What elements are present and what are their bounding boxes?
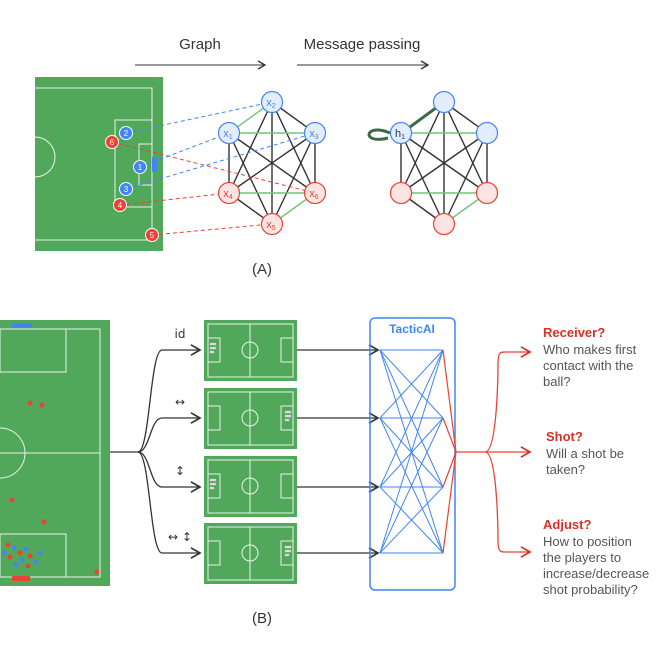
graph-node	[432, 212, 456, 236]
player-dot	[13, 562, 19, 568]
player-2: 2	[119, 126, 133, 140]
svg-text:x1: x1	[223, 128, 233, 141]
augmented-pitch	[204, 456, 297, 517]
svg-text:x4: x4	[223, 188, 233, 201]
svg-text:taken?: taken?	[546, 462, 585, 477]
graph-node	[475, 181, 499, 205]
caption-a: (A)	[252, 261, 272, 278]
player-link	[125, 132, 316, 190]
player-dot	[5, 542, 11, 548]
svg-text:Receiver?: Receiver?	[543, 325, 605, 340]
augmented-pitch	[204, 320, 297, 381]
player-dot	[25, 563, 31, 569]
player-dot	[23, 546, 29, 552]
graph-node: x4	[217, 181, 241, 205]
graph-node	[389, 181, 413, 205]
transform-label: id	[175, 327, 186, 341]
graph-label: Graph	[179, 36, 221, 53]
svg-text:1: 1	[138, 163, 143, 172]
graph-node	[432, 90, 456, 114]
svg-text:2: 2	[124, 129, 129, 138]
transform-label: ↕	[175, 464, 185, 478]
graph-node: x5	[260, 212, 284, 236]
player-dot	[27, 553, 33, 559]
hidden-node: h1	[389, 121, 413, 145]
svg-text:increase/decrease: increase/decrease	[543, 566, 649, 581]
graph-edge	[271, 132, 316, 225]
svg-text:Will a shot be: Will a shot be	[546, 446, 624, 461]
player-dot	[33, 559, 39, 565]
player-dot	[39, 402, 45, 408]
player-dot	[41, 519, 47, 525]
svg-text:shot probability?: shot probability?	[543, 582, 638, 597]
message-passing-label: Message passing	[304, 36, 421, 53]
output-arrow	[484, 346, 532, 453]
svg-text:4: 4	[118, 201, 123, 210]
network-edges	[379, 349, 457, 554]
caption-b: (B)	[252, 610, 272, 627]
self-loop	[367, 128, 391, 141]
transform-label: ↔	[175, 395, 185, 409]
player-link	[119, 192, 230, 206]
svg-text:ball?: ball?	[543, 374, 570, 389]
player-dot	[19, 557, 25, 563]
augmentation-branches	[110, 344, 380, 559]
svg-text:Adjust?: Adjust?	[543, 517, 591, 532]
svg-text:contact with the: contact with the	[543, 358, 633, 373]
player-dots	[1, 400, 100, 575]
svg-text:Shot?: Shot?	[546, 429, 583, 444]
svg-text:x2: x2	[266, 97, 276, 110]
graph-node: x1	[217, 121, 241, 145]
transform-label: ↔ ↕	[168, 530, 192, 544]
player-dot	[7, 554, 13, 560]
player-dot	[27, 400, 33, 406]
svg-text:How to position: How to position	[543, 534, 632, 549]
svg-text:5: 5	[150, 231, 155, 240]
player-dot	[1, 550, 7, 556]
graph-edges	[228, 100, 488, 225]
augmented-pitch	[204, 388, 297, 449]
player-dot	[17, 550, 23, 556]
player-link	[139, 132, 230, 168]
svg-text:x5: x5	[266, 219, 276, 232]
player-5: 5	[145, 228, 159, 242]
svg-text:6: 6	[110, 138, 115, 147]
player-link	[125, 101, 273, 134]
player-link	[151, 223, 273, 236]
tacticai-label: TacticAI	[389, 322, 435, 336]
svg-text:3: 3	[124, 185, 129, 194]
player-6: 6	[105, 135, 119, 149]
graph-edge	[228, 132, 316, 194]
graph-edge	[443, 132, 488, 225]
svg-text:h1: h1	[395, 128, 405, 141]
player-dot	[11, 545, 17, 551]
svg-text:x3: x3	[309, 128, 319, 141]
player-dot	[9, 497, 15, 503]
graph-node: x6	[303, 181, 327, 205]
graph-edge	[400, 132, 488, 194]
graph-node: x2	[260, 90, 284, 114]
graph-node: x3	[303, 121, 327, 145]
graph-node	[475, 121, 499, 145]
augmented-pitch	[204, 523, 297, 584]
pitch-b	[0, 320, 110, 586]
svg-text:x6: x6	[309, 188, 319, 201]
player-4: 4	[113, 198, 127, 212]
player-node-links	[111, 101, 316, 236]
player-dot	[94, 569, 100, 575]
output-arrow	[484, 451, 532, 558]
svg-text:the players to: the players to	[543, 550, 621, 565]
player-1: 1	[133, 160, 147, 174]
player-dot	[37, 550, 43, 556]
player-3: 3	[119, 182, 133, 196]
svg-text:Who makes first: Who makes first	[543, 342, 637, 357]
